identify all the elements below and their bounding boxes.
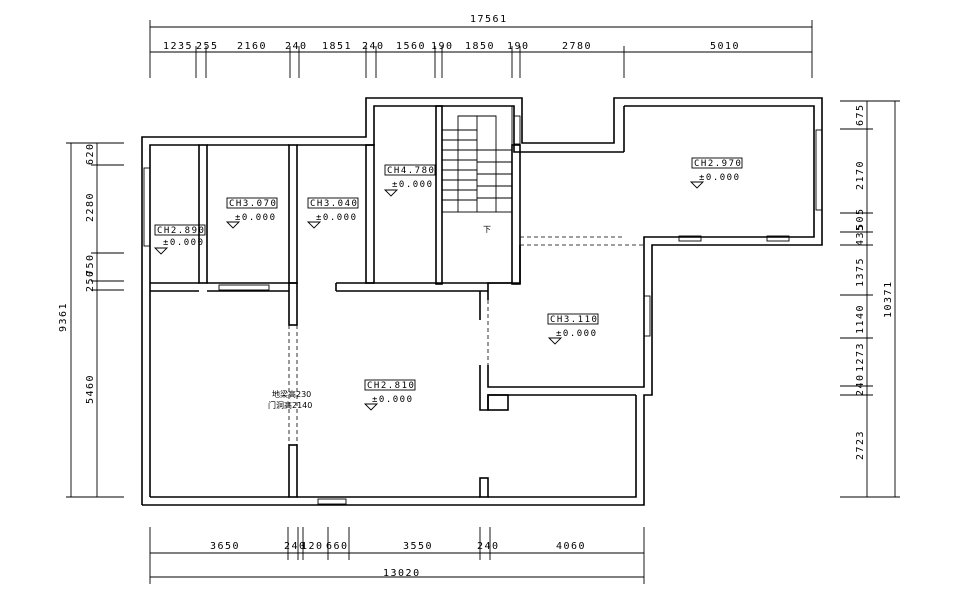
top-seg-3: 2160 — [237, 41, 267, 52]
dashed-lines — [206, 164, 644, 445]
top-seg-6: 240 — [362, 41, 385, 52]
ceiling-height-1: CH2.890 — [157, 226, 205, 236]
ceiling-height-3: CH3.040 — [310, 199, 358, 209]
beam-height-note: 地梁高230 — [272, 389, 311, 399]
bottom-seg-7: 4060 — [556, 541, 586, 552]
top-seg-2: 255 — [196, 41, 219, 52]
bottom-seg-2: 240 — [284, 541, 307, 552]
level-marker-icon — [689, 181, 705, 189]
stair-treads — [442, 129, 512, 201]
level-marker-icon — [547, 337, 563, 345]
ceiling-height-5: CH2.970 — [694, 159, 742, 169]
room-label-1: CH2.890 ±0.000 — [153, 224, 206, 255]
top-total-dim: 17561 — [470, 14, 508, 25]
floor-level-1: ±0.000 — [163, 238, 205, 248]
bottom-total-dim: 13020 — [383, 568, 421, 579]
room-label-6: CH3.110 ±0.000 — [547, 313, 599, 345]
room-label-5: CH2.970 ±0.000 — [689, 157, 743, 189]
left-seg-5: 5460 — [85, 374, 96, 404]
right-ticks — [840, 128, 873, 396]
left-ticks — [91, 164, 124, 291]
right-seg-2: 2170 — [855, 160, 866, 190]
level-marker-icon — [225, 221, 241, 229]
bottom-dimensions: 3650 240 120 660 3550 240 4060 13020 — [149, 527, 645, 584]
right-seg-4: 435 — [855, 223, 866, 246]
floor-level-5: ±0.000 — [699, 173, 741, 183]
room-label-3: CH3.040 ±0.000 — [306, 197, 359, 229]
top-seg-4: 240 — [285, 41, 308, 52]
walls — [141, 97, 823, 506]
room-label-7: CH2.810 ±0.000 — [363, 379, 416, 411]
floor-level-4: ±0.000 — [392, 180, 434, 190]
floor-level-6: ±0.000 — [556, 329, 598, 339]
top-dimensions: 17561 1235 255 2160 240 1851 240 1560 19… — [149, 14, 813, 78]
ceiling-height-7: CH2.810 — [367, 381, 415, 391]
level-marker-icon — [363, 403, 379, 411]
top-seg-7: 1560 — [396, 41, 426, 52]
ceiling-height-6: CH3.110 — [550, 315, 598, 325]
door-height-note: 门洞高2140 — [268, 400, 312, 410]
right-seg-1: 675 — [855, 103, 866, 126]
bottom-seg-5: 3550 — [403, 541, 433, 552]
ceiling-height-2: CH3.070 — [229, 199, 277, 209]
top-ticks — [195, 46, 625, 78]
right-seg-3: 505 — [855, 207, 866, 230]
floor-level-2: ±0.000 — [235, 213, 277, 223]
left-seg-4: 250 — [85, 269, 96, 292]
bottom-seg-1: 3650 — [210, 541, 240, 552]
floor-level-3: ±0.000 — [316, 213, 358, 223]
top-seg-5: 1851 — [322, 41, 352, 52]
level-marker-icon — [306, 221, 322, 229]
level-marker-icon — [383, 189, 399, 197]
top-seg-9: 1850 — [465, 41, 495, 52]
top-seg-10: 190 — [507, 41, 530, 52]
bottom-seg-3: 120 — [301, 541, 324, 552]
bottom-seg-6: 240 — [477, 541, 500, 552]
left-seg-1: 620 — [85, 142, 96, 165]
ceiling-height-4: CH4.780 — [387, 166, 435, 176]
floor-level-7: ±0.000 — [372, 395, 414, 405]
right-dimensions: 10371 675 2170 505 435 1375 1140 1273 24… — [840, 100, 900, 498]
right-seg-5: 1375 — [855, 257, 866, 287]
room-label-2: CH3.070 ±0.000 — [225, 197, 278, 229]
left-total-dim: 9361 — [58, 302, 69, 332]
top-seg-8: 190 — [431, 41, 454, 52]
room-label-4: CH4.780 ±0.000 — [383, 164, 436, 197]
level-marker-icon — [153, 247, 169, 255]
right-seg-9: 2723 — [855, 430, 866, 460]
bottom-ticks — [287, 527, 491, 560]
right-seg-6: 1140 — [855, 304, 866, 334]
right-seg-7: 1273 — [855, 342, 866, 372]
bottom-seg-4: 660 — [326, 541, 349, 552]
left-seg-3: 750 — [85, 253, 96, 276]
left-seg-2: 2280 — [85, 192, 96, 222]
top-seg-12: 5010 — [710, 41, 740, 52]
left-dimensions: 9361 620 2280 750 250 5460 — [58, 142, 124, 498]
right-seg-8: 240 — [855, 373, 866, 396]
stair-direction-label: 下 — [483, 225, 491, 234]
right-total-dim: 10371 — [883, 280, 894, 318]
top-seg-1: 1235 — [163, 41, 193, 52]
top-seg-11: 2780 — [562, 41, 592, 52]
